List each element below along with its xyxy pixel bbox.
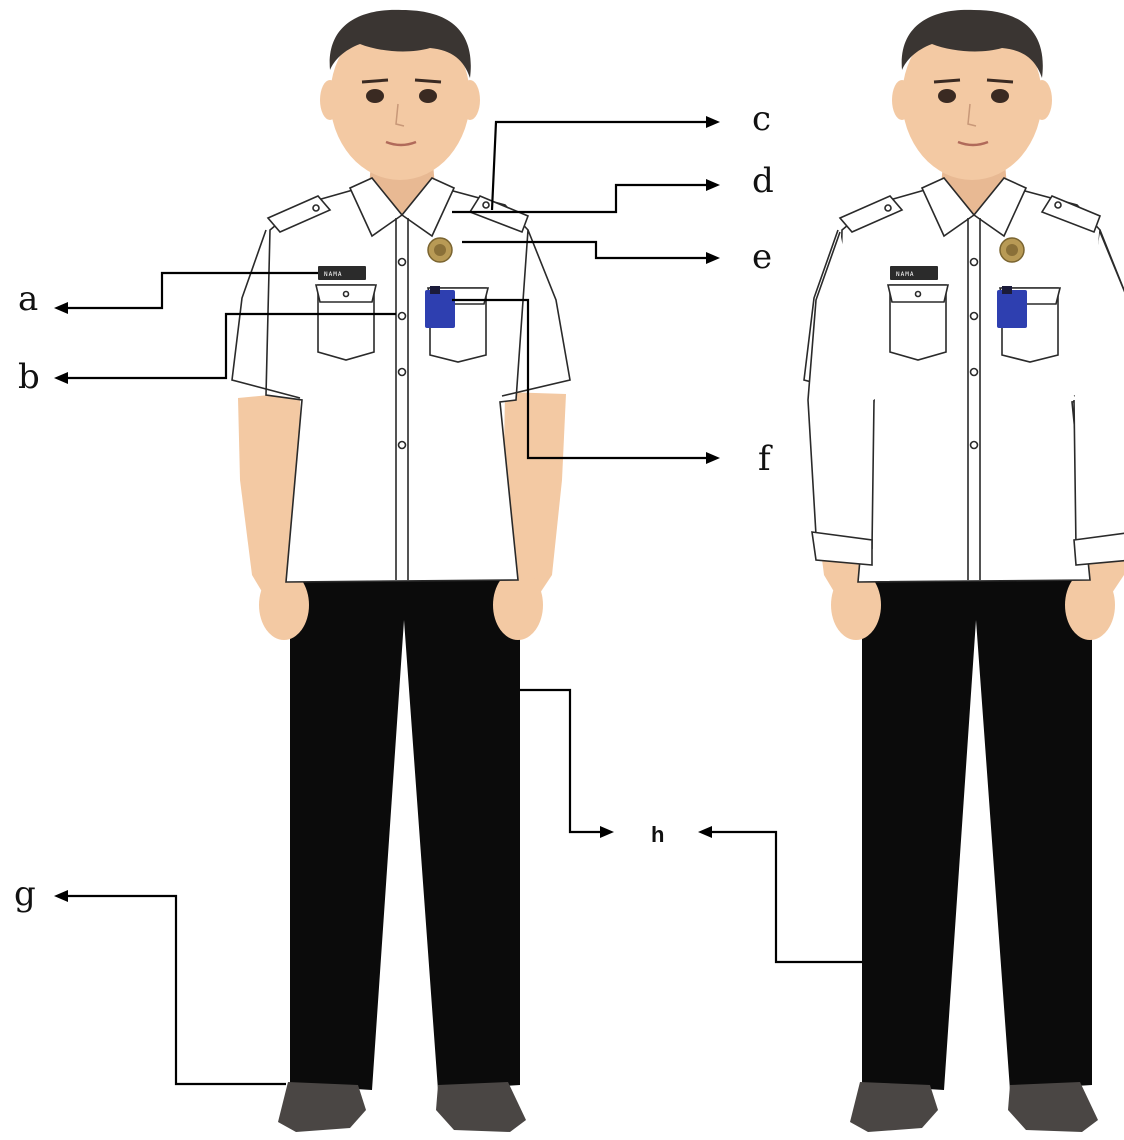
label-f: f <box>758 439 773 479</box>
label-c: c <box>752 99 771 139</box>
label-g: g <box>14 874 36 914</box>
label-a: a <box>18 279 38 319</box>
label-b: b <box>18 357 40 397</box>
label-e: e <box>752 237 772 277</box>
name-tag-right: NAMA <box>896 271 914 278</box>
figure-long-sleeve <box>804 10 1124 1132</box>
name-tag-left: NAMA <box>324 271 342 278</box>
label-h: h <box>651 822 664 847</box>
label-d: d <box>752 161 774 201</box>
figure-short-sleeve <box>232 10 570 1132</box>
